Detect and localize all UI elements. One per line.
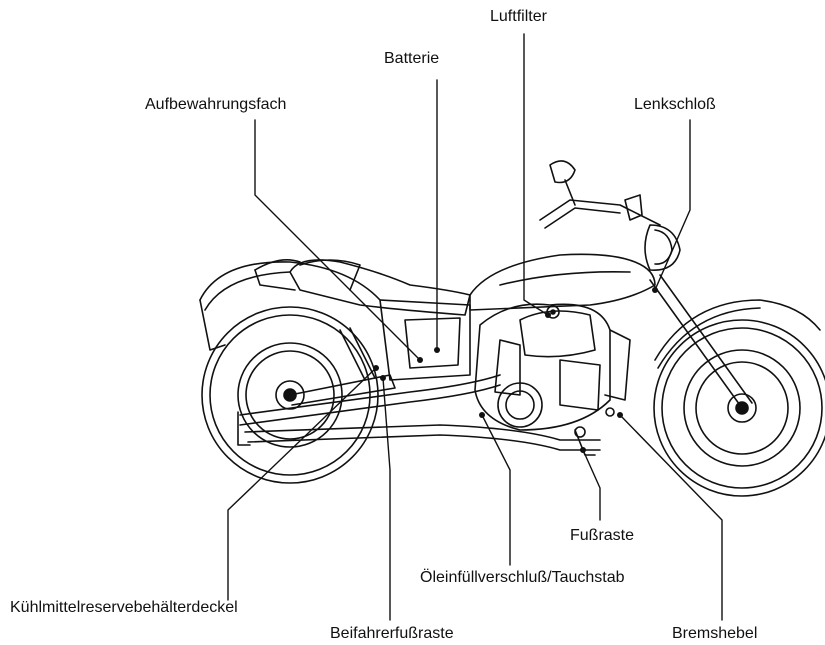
label-lenkschloss: Lenkschloß <box>634 96 716 114</box>
engine <box>475 304 610 430</box>
leader-aufbewahrungsfach <box>255 120 420 360</box>
mirror <box>550 161 575 183</box>
label-fussraste: Fußraste <box>570 527 634 545</box>
front-fender <box>655 300 820 360</box>
label-kuehlmittel: Kühlmittelreservebehälterdeckel <box>10 599 238 617</box>
fuel-tank <box>470 254 655 310</box>
leader-lines <box>228 34 722 620</box>
label-batterie: Batterie <box>384 50 439 68</box>
label-beifahrer: Beifahrerfußraste <box>330 625 454 643</box>
label-aufbewahrungsfach: Aufbewahrungsfach <box>145 96 286 114</box>
label-oeleinfuell: Öleinfüllverschluß/Tauchstab <box>420 569 625 587</box>
label-luftfilter: Luftfilter <box>490 8 547 26</box>
front-wheel <box>654 320 825 496</box>
leader-luftfilter <box>524 34 548 315</box>
leader-fussraste <box>583 450 600 520</box>
leader-beifahrer <box>383 378 390 620</box>
label-bremshebel: Bremshebel <box>672 625 757 643</box>
seat <box>290 260 470 315</box>
